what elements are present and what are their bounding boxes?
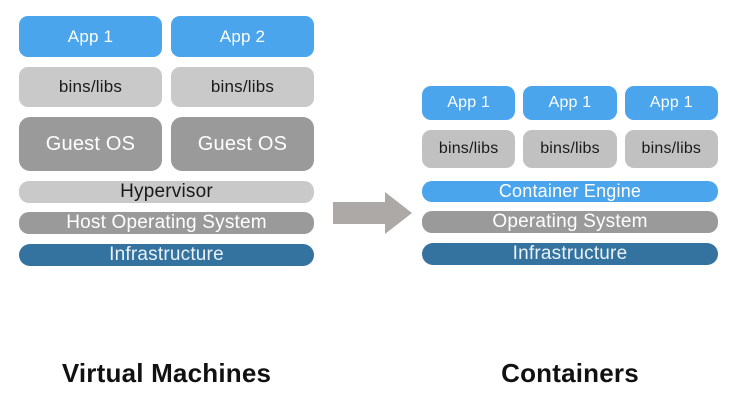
vm-binslibs-box-2: bins/libs (171, 67, 314, 107)
arrow-shaft (333, 202, 385, 224)
vm-guestos-row: Guest OS Guest OS (19, 117, 314, 171)
vm-binslibs-box-1: bins/libs (19, 67, 162, 107)
container-app-box-1: App 1 (422, 86, 516, 120)
container-bins-row: bins/libs bins/libs bins/libs (422, 130, 718, 168)
container-engine-box: Container Engine (422, 181, 718, 202)
containers-stack: App 1 App 1 App 1 bins/libs bins/libs bi… (422, 86, 718, 265)
vm-infrastructure-box: Infrastructure (19, 244, 314, 266)
vm-app1-box: App 1 (19, 16, 162, 57)
container-infrastructure-box: Infrastructure (422, 243, 718, 265)
vm-app-row: App 1 App 2 (19, 16, 314, 57)
vm-host-os-box: Host Operating System (19, 212, 314, 234)
container-app-box-3: App 1 (624, 86, 718, 120)
container-binslibs-box-1: bins/libs (422, 130, 516, 168)
vm-app2-box: App 2 (171, 16, 314, 57)
vm-stack-title: Virtual Machines (61, 357, 272, 388)
transition-arrow-icon (333, 192, 412, 234)
vm-guestos-box-2: Guest OS (171, 117, 314, 171)
vm-hypervisor-box: Hypervisor (19, 181, 314, 203)
container-os-box: Operating System (422, 211, 718, 233)
vm-guestos-box-1: Guest OS (19, 117, 162, 171)
vm-bins-row: bins/libs bins/libs (19, 67, 314, 107)
vm-stack: App 1 App 2 bins/libs bins/libs Guest OS… (19, 16, 314, 266)
container-app-box-2: App 1 (523, 86, 617, 120)
container-binslibs-box-3: bins/libs (624, 130, 718, 168)
container-app-row: App 1 App 1 App 1 (422, 86, 718, 120)
containers-stack-title: Containers (501, 357, 639, 388)
container-binslibs-box-2: bins/libs (523, 130, 617, 168)
arrow-head (385, 192, 412, 234)
